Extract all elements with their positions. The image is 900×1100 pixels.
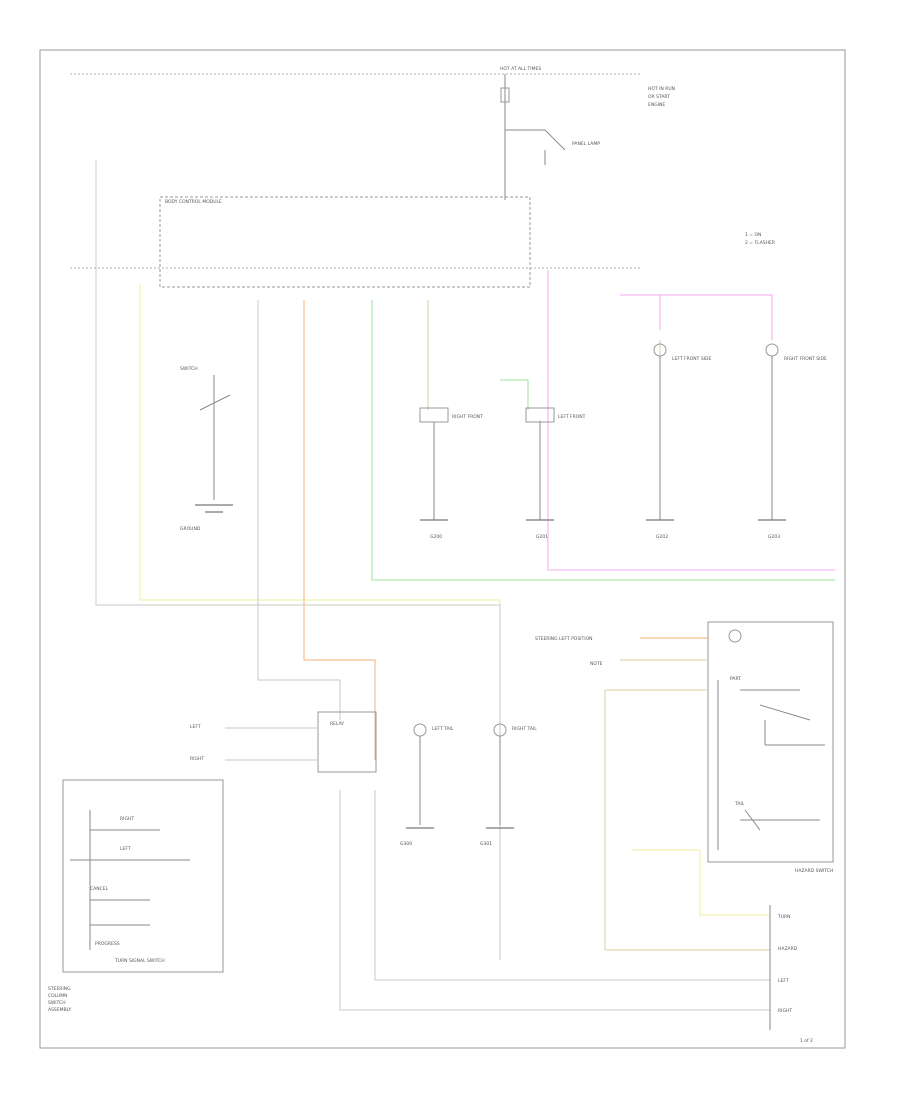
legend-note-2: 2 = FLASHER [745, 240, 775, 246]
hazard-switch-internals: PART TAIL [717, 629, 825, 850]
fuse-label-top: HOT AT ALL TIMES [500, 66, 541, 72]
svg-text:G201: G201 [536, 534, 548, 540]
lamp-front-right: RIGHT FRONT G200 [419, 407, 483, 540]
turn-signal-switch-internals: RIGHT LEFT CANCEL PROGRESS [70, 810, 190, 950]
svg-text:NOTE: NOTE [590, 661, 603, 667]
diagram-frame [39, 49, 846, 1049]
svg-text:LEFT: LEFT [190, 724, 201, 730]
top-right-note-2: OR START [648, 94, 670, 100]
hazard-inputs: STEERING LEFT POSITION NOTE [535, 636, 770, 951]
svg-text:G200: G200 [430, 534, 442, 540]
svg-text:G300: G300 [400, 841, 412, 847]
svg-text:SWITCH: SWITCH [180, 366, 198, 372]
wire-gray-1 [257, 300, 341, 720]
svg-text:HAZARD: HAZARD [778, 946, 798, 952]
svg-text:PART: PART [730, 676, 741, 682]
lamp-rear-left: LEFT TAIL G300 [400, 723, 454, 847]
svg-text:RIGHT TAIL: RIGHT TAIL [512, 726, 537, 732]
svg-text:LEFT FRONT SIDE: LEFT FRONT SIDE [672, 356, 711, 362]
svg-text:LEFT TAIL: LEFT TAIL [432, 726, 454, 732]
body-control-module-label: BODY CONTROL MODULE [165, 199, 222, 205]
left-note-block: STEERING COLUMN SWITCH ASSEMBLY [48, 986, 72, 1013]
svg-text:G203: G203 [768, 534, 780, 540]
bottom-right-connectors: TURN HAZARD LEFT RIGHT [769, 905, 798, 1030]
lamp-side-right: RIGHT FRONT SIDE G203 [758, 343, 827, 540]
hazard-switch-box [707, 621, 834, 863]
svg-text:STEERING: STEERING [48, 986, 71, 992]
legend-note: 1 = ON [745, 232, 761, 238]
svg-text:G202: G202 [656, 534, 668, 540]
turn-signal-switch-box [62, 779, 224, 973]
lamp-front-left: LEFT FRONT G201 [525, 407, 586, 540]
wire-orange [303, 300, 376, 760]
svg-text:RIGHT: RIGHT [778, 1008, 792, 1014]
svg-text:LEFT: LEFT [778, 978, 789, 984]
hazard-switch-left: SWITCH GROUND [180, 366, 233, 532]
wire-green [371, 300, 835, 581]
svg-text:LEFT FRONT: LEFT FRONT [558, 414, 586, 420]
svg-text:PROGRESS: PROGRESS [95, 941, 120, 947]
svg-text:ASSEMBLY: ASSEMBLY [48, 1007, 72, 1013]
page-ref-text: 1 of 2 [800, 1038, 813, 1044]
svg-text:LEFT: LEFT [120, 846, 131, 852]
wire-yellow [139, 285, 501, 690]
top-right-note: HOT IN RUN [648, 86, 675, 92]
svg-text:GROUND: GROUND [180, 526, 201, 532]
wire-gray-3 [374, 790, 770, 981]
turn-signal-switch-label: TURN SIGNAL SWITCH [114, 958, 165, 964]
svg-text:TURN: TURN [777, 914, 791, 920]
svg-text:RELAY: RELAY [330, 721, 344, 727]
svg-text:CANCEL: CANCEL [90, 886, 109, 892]
svg-text:PANEL LAMP: PANEL LAMP [572, 141, 600, 147]
relay-box: RELAY LEFT RIGHT [190, 711, 377, 773]
svg-text:RIGHT: RIGHT [120, 816, 134, 822]
wire-green-short [500, 379, 529, 410]
svg-text:RIGHT FRONT SIDE: RIGHT FRONT SIDE [784, 356, 827, 362]
svg-text:RIGHT FRONT: RIGHT FRONT [452, 414, 483, 420]
hazard-switch-label: HAZARD SWITCH [795, 868, 833, 874]
top-right-note-3: ENGINE [648, 102, 665, 108]
svg-text:SWITCH: SWITCH [48, 1000, 66, 1006]
wire-gray-4 [339, 790, 770, 1011]
svg-text:COLUMN: COLUMN [48, 993, 68, 999]
svg-text:G301: G301 [480, 841, 492, 847]
svg-text:STEERING LEFT POSITION: STEERING LEFT POSITION [535, 636, 593, 642]
svg-text:TAIL: TAIL [734, 801, 745, 807]
wire-pink-top [620, 294, 773, 340]
lamp-side-left: LEFT FRONT SIDE G202 [646, 343, 711, 540]
wire-pink [547, 270, 835, 571]
hazard-fuse-group: PANEL LAMP [500, 74, 600, 200]
svg-text:RIGHT: RIGHT [190, 756, 204, 762]
body-control-module-box [159, 196, 531, 288]
lamp-rear-right: RIGHT TAIL G301 [480, 723, 537, 847]
